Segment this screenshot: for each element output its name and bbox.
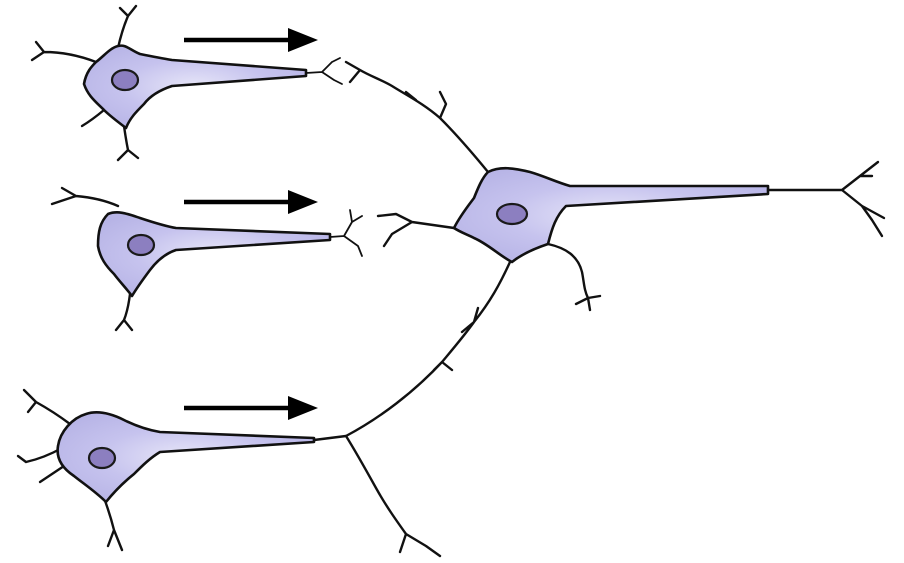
presynaptic-neuron-2 <box>52 188 362 330</box>
dendrite-right <box>548 244 600 310</box>
signal-arrow-3 <box>184 396 318 420</box>
signal-arrow-1 <box>184 28 318 52</box>
dendrite-upper <box>346 62 488 172</box>
dendrite-left <box>378 214 454 246</box>
dendrite-lower <box>346 262 510 436</box>
nucleus <box>89 448 115 468</box>
presynaptic-neuron-3 <box>18 390 314 550</box>
axon-terminal <box>768 162 884 236</box>
nucleus <box>497 204 527 224</box>
nucleus <box>112 70 138 90</box>
axon-branch-lower <box>314 436 440 556</box>
axon-terminal <box>330 210 362 256</box>
axon-terminal <box>306 58 342 84</box>
presynaptic-neuron-1 <box>32 6 342 160</box>
nucleus <box>128 235 154 255</box>
cell-body <box>98 212 330 296</box>
signal-arrow-2 <box>184 190 318 214</box>
postsynaptic-neuron <box>314 62 884 556</box>
